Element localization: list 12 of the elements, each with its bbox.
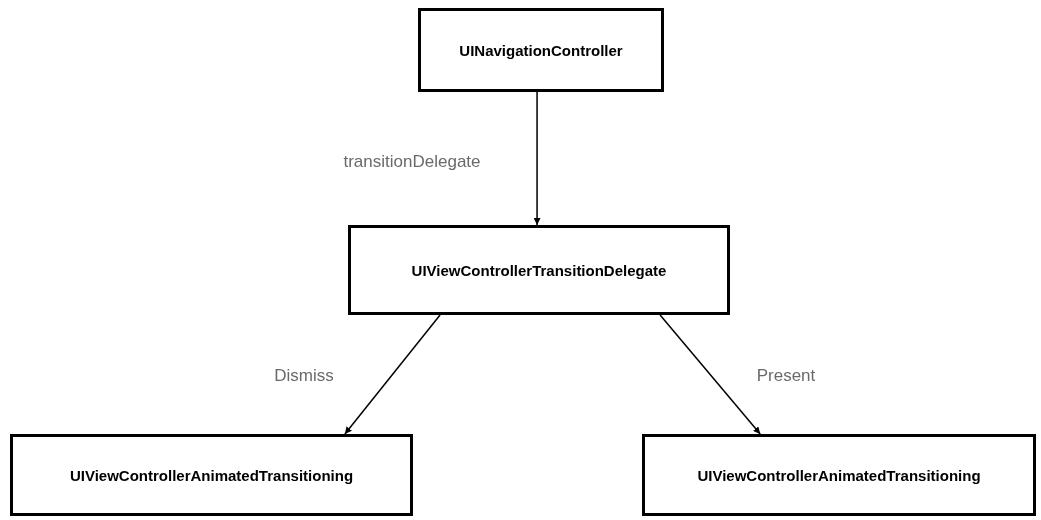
class-name: UIViewControllerAnimatedTransitioning: [69, 466, 354, 484]
class-name: UIViewControllerTransitionDelegate: [411, 261, 667, 279]
arrow: [344, 314, 441, 435]
class-box: [418, 8, 664, 92]
class-name: UINavigationController: [459, 41, 623, 59]
edge-label: transitionDelegate: [341, 152, 483, 172]
class-box: [348, 225, 730, 315]
class-box: [642, 434, 1036, 516]
class-box: [10, 434, 413, 516]
arrow: [533, 91, 541, 226]
arrow: [659, 314, 761, 435]
class-name: UIViewControllerAnimatedTransitioning: [697, 466, 981, 484]
